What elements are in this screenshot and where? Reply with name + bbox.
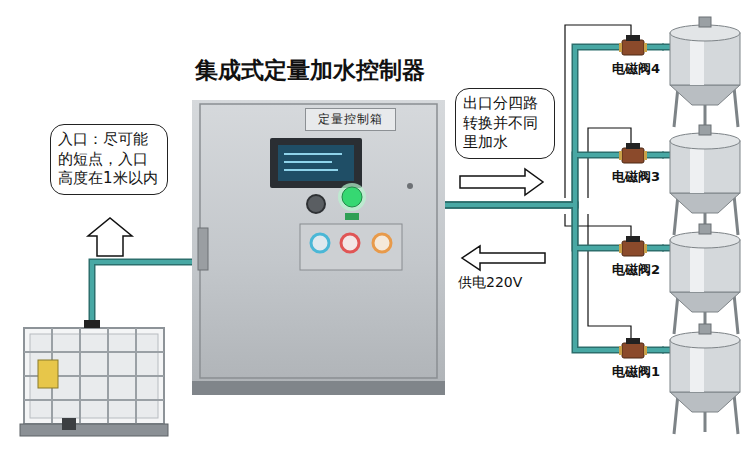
valve-flange <box>644 346 647 355</box>
valve-flange <box>619 346 622 355</box>
node-text: 电磁阀3 <box>602 168 670 186</box>
right-arrow <box>460 169 543 195</box>
solenoid-valve: 电磁阀3 <box>602 143 670 186</box>
pipe-outline <box>445 205 602 350</box>
lamp-tag <box>345 213 359 220</box>
node-text: 电磁阀2 <box>602 261 670 279</box>
tank-cone <box>670 292 740 312</box>
valve-coil <box>626 143 640 149</box>
tank-motor <box>699 324 711 334</box>
steel-tank <box>670 224 740 334</box>
tank-cone <box>670 85 740 105</box>
solenoid-valve: 电磁阀4 <box>602 35 670 78</box>
pipe-outline <box>445 47 602 205</box>
tank-feed-outline <box>662 47 674 350</box>
push-button <box>341 234 359 252</box>
tank-motor <box>699 125 711 135</box>
push-button <box>311 234 329 252</box>
pipe-outline <box>445 155 602 205</box>
screen <box>278 145 354 181</box>
valve-coil <box>626 338 640 344</box>
node-text: 电磁阀1 <box>602 363 670 381</box>
valve-flange <box>619 151 622 160</box>
valve-flange <box>644 43 647 52</box>
node-text: 入口：尽可能的短点，入口高度在1米以内 <box>58 130 160 189</box>
power-label: 供电220V <box>458 274 522 292</box>
valve-icon <box>602 35 664 59</box>
node-text: 出口分四路转换并不同里加水 <box>463 94 547 153</box>
inlet-pipe <box>92 262 194 324</box>
steel-tank <box>670 125 740 235</box>
diagram-title: 集成式定量加水控制器 <box>195 55 425 86</box>
screw <box>407 183 413 189</box>
node-text: 定量控制箱 <box>305 108 396 131</box>
door-outline <box>200 104 437 378</box>
valve-flange <box>644 244 647 253</box>
tote-tank <box>24 328 164 424</box>
tank-feed-pipe <box>662 47 674 350</box>
callout-bubble: 入口：尽可能的短点，入口高度在1米以内 <box>50 124 168 195</box>
controller-box: 定量控制箱 <box>192 100 445 395</box>
tank-cone <box>670 392 740 412</box>
screen-bezel <box>270 138 362 188</box>
callout-bubble: 出口分四路转换并不同里加水 <box>455 88 555 159</box>
valve-body <box>622 241 644 256</box>
lamp-glow <box>338 183 366 211</box>
steel-tank <box>670 324 740 434</box>
valve-flange <box>619 244 622 253</box>
door-handle <box>198 228 208 270</box>
steel-tank <box>670 17 740 127</box>
water-pipe <box>445 47 602 205</box>
water-pipe <box>445 205 602 350</box>
tote-cage <box>24 328 164 424</box>
valve-coil <box>626 236 640 242</box>
water-pipe <box>445 205 602 248</box>
inlet-pipe-outline <box>92 262 194 324</box>
valve-body <box>622 40 644 55</box>
valve-icon <box>602 143 664 167</box>
push-button <box>373 234 391 252</box>
tote-tap <box>62 418 76 430</box>
up-arrow <box>88 218 132 256</box>
floor <box>192 381 445 395</box>
water-pipe <box>445 155 602 205</box>
ibc-tote <box>20 320 168 436</box>
valve-icon <box>602 236 664 260</box>
tote-cap <box>84 320 100 328</box>
controller-photo <box>192 100 445 395</box>
left-arrow <box>462 246 545 270</box>
knob <box>307 195 325 213</box>
tote-pallet <box>20 424 168 436</box>
screen-lines <box>284 154 342 170</box>
tote-label <box>38 360 58 388</box>
node-text: 电磁阀4 <box>602 60 670 78</box>
valve-body <box>622 343 644 358</box>
tank-motor <box>699 224 711 234</box>
valve-icon <box>602 338 664 362</box>
valve-flange <box>644 151 647 160</box>
valve-coil <box>626 35 640 41</box>
solenoid-valve: 电磁阀2 <box>602 236 670 279</box>
green-lamp <box>342 187 362 207</box>
button-plate <box>300 224 402 270</box>
solenoid-valve: 电磁阀1 <box>602 338 670 381</box>
tank-motor <box>699 17 711 27</box>
valve-body <box>622 148 644 163</box>
mixing-tanks <box>670 17 740 434</box>
valve-flange <box>619 43 622 52</box>
tank-cone <box>670 193 740 213</box>
